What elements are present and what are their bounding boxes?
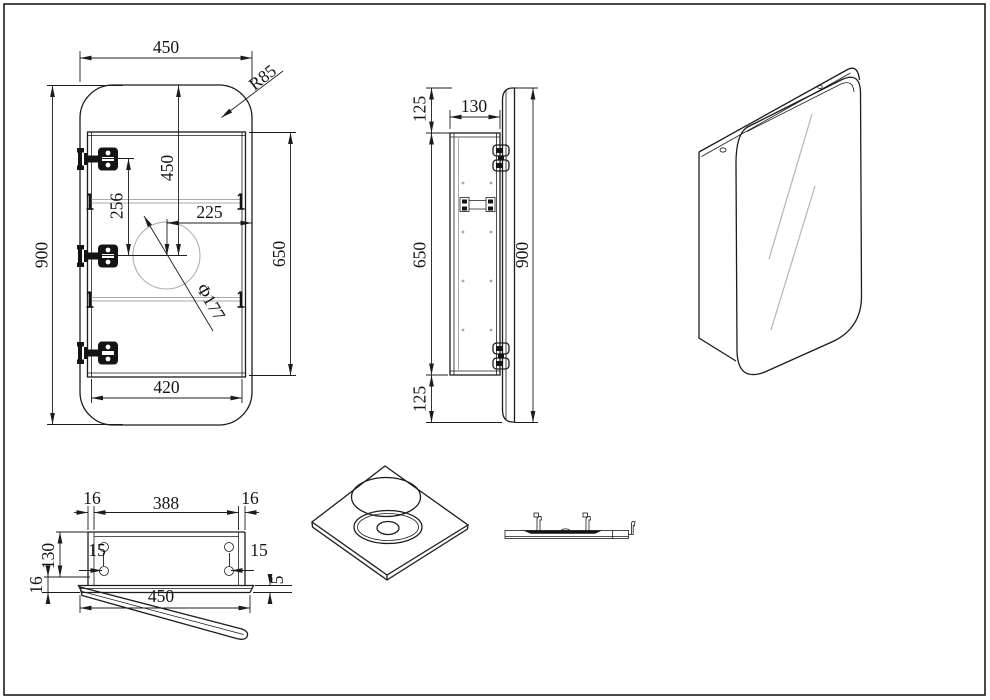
shelf-bracket	[459, 197, 496, 212]
side-cabinet-body	[449, 132, 501, 376]
shelf-lines	[85, 192, 246, 309]
dim-bottom-width: 450	[148, 586, 175, 606]
dim-side-bottom-overhang: 125	[410, 386, 430, 413]
shelf-pin-holes	[461, 181, 493, 332]
dim-bottom-thickness: 5	[267, 575, 287, 584]
dim-bottom-hole-inset-left: 15	[88, 540, 106, 560]
isometric-view	[698, 67, 863, 376]
knob-base-plate	[310, 465, 470, 581]
iso-mirror-door	[735, 76, 863, 376]
dim-bottom-front-lip: 16	[26, 576, 46, 594]
knob-ring	[353, 509, 423, 545]
side-view: 125 130 650 125 900	[410, 87, 538, 423]
dim-front-center-to-edge: 225	[196, 202, 223, 222]
shelf-profile-view	[504, 512, 636, 539]
shelf-clip	[582, 512, 591, 531]
iso-cabinet-box	[698, 67, 861, 362]
hinge-bottom	[77, 341, 118, 365]
mirror-reflection-lines	[768, 113, 816, 331]
dim-front-width: 450	[153, 37, 180, 57]
side-hinge-bottom	[492, 342, 510, 370]
dim-front-radius: R85	[245, 60, 280, 94]
dim-front-height: 900	[32, 242, 52, 269]
knob-fitting-view	[310, 465, 470, 581]
side-hinge-top	[492, 144, 510, 172]
screw-hole	[817, 85, 823, 90]
dim-front-opening-height: 650	[269, 241, 289, 268]
dim-front-center-from-top: 450	[157, 155, 177, 182]
dim-side-body-height: 650	[410, 242, 430, 269]
dim-side-top-overhang: 125	[410, 96, 430, 123]
front-view: 450 R85 900 450 256 225 650 420 Φ177	[32, 37, 296, 426]
dim-bottom-wall-left: 16	[83, 488, 101, 508]
bottom-view-dimensions	[42, 506, 292, 613]
front-view-dimensions	[47, 51, 296, 425]
dim-side-height: 900	[512, 242, 532, 269]
dim-side-depth: 130	[461, 96, 488, 116]
side-view-dimensions	[426, 87, 538, 423]
hinge-top	[77, 147, 118, 171]
bottom-panel-outline	[87, 531, 246, 586]
profile-hole	[560, 528, 571, 534]
drawing-border	[3, 3, 986, 696]
dim-front-hinge-spacing: 256	[107, 193, 127, 220]
dim-bottom-opening-width: 388	[153, 493, 180, 513]
dim-bottom-depth: 130	[38, 543, 58, 570]
dim-bottom-hole-inset-right: 15	[250, 540, 268, 560]
dim-front-opening-width: 420	[153, 377, 180, 397]
open-door-swing	[79, 586, 249, 640]
knob-dome	[350, 476, 422, 518]
hinge-middle	[77, 244, 118, 268]
door-edge-line	[746, 82, 855, 132]
shelf-clip	[236, 192, 246, 211]
shelf-clip	[236, 290, 246, 309]
mounting-holes	[99, 542, 234, 576]
end-hook	[629, 520, 636, 535]
dim-front-cutout-dia: Φ177	[193, 280, 230, 324]
screw-hole	[719, 147, 727, 153]
shelf-clip	[533, 512, 542, 531]
dim-bottom-wall-right: 16	[241, 488, 259, 508]
bottom-view: 16 388 16 130 16 15 15 450 5	[26, 488, 292, 640]
